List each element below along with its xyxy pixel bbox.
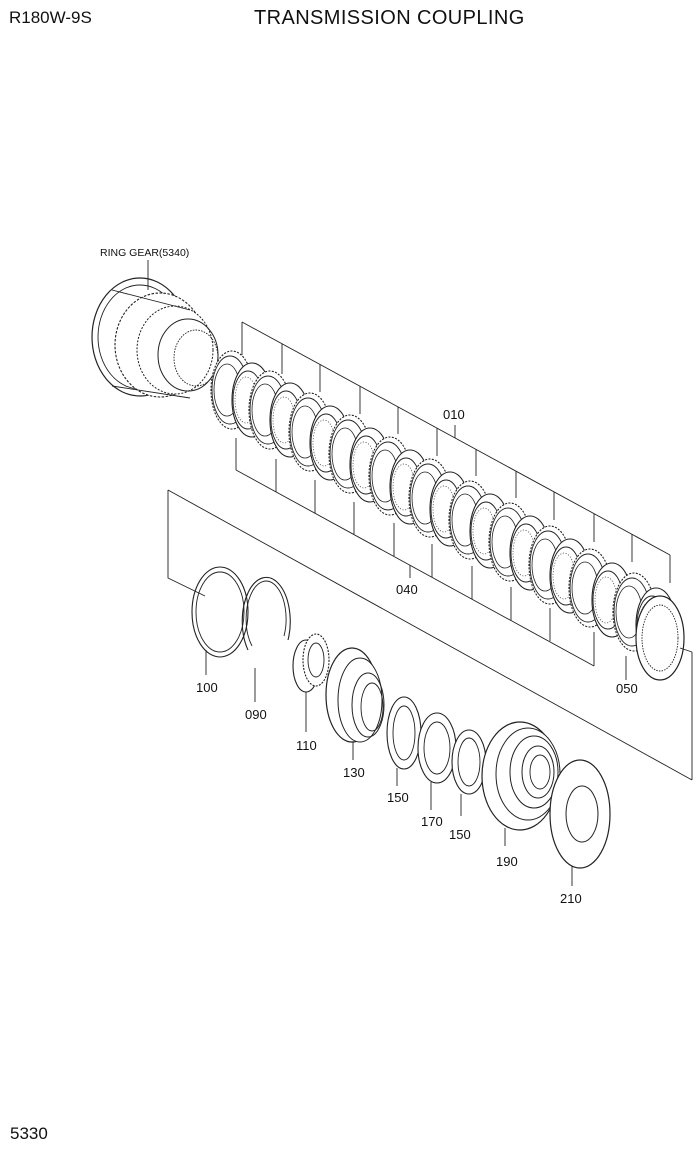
page-number: 5330 — [10, 1124, 48, 1143]
callout-040-label: 040 — [396, 582, 418, 597]
callout-190-label: 190 — [496, 854, 518, 869]
page-title: TRANSMISSION COUPLING — [254, 7, 525, 29]
end-plate-050 — [625, 595, 685, 681]
cylinder-190 — [481, 721, 561, 846]
callout-130-label: 130 — [343, 765, 365, 780]
callout-090-label: 090 — [245, 707, 267, 722]
bearing-110 — [292, 633, 330, 732]
clutch-disc-pack — [210, 350, 677, 663]
model-code: R180W-9S — [9, 8, 92, 27]
circlip-090 — [241, 576, 291, 702]
callout-110-label: 110 — [296, 738, 317, 753]
seal-150-first — [386, 696, 422, 786]
disc-spring-210 — [549, 759, 611, 886]
ring-gear-label: RING GEAR(5340) — [100, 247, 189, 259]
callout-040-bracket — [235, 438, 595, 667]
callout-150-first-label: 150 — [387, 790, 409, 805]
washer-170 — [417, 712, 457, 810]
callout-170-label: 170 — [421, 814, 443, 829]
callout-010-label: 010 — [443, 407, 465, 422]
callout-210-label: 210 — [560, 891, 582, 906]
ring-gear — [91, 277, 219, 399]
callout-050-label: 050 — [616, 681, 638, 696]
callout-150-second-label: 150 — [449, 827, 471, 842]
snap-ring-100 — [191, 566, 249, 675]
callout-100-label: 100 — [196, 680, 218, 695]
assembly-bracket — [167, 489, 693, 781]
piston-130 — [325, 647, 385, 760]
callout-010-bracket — [241, 321, 671, 583]
seal-150-second — [451, 729, 487, 816]
